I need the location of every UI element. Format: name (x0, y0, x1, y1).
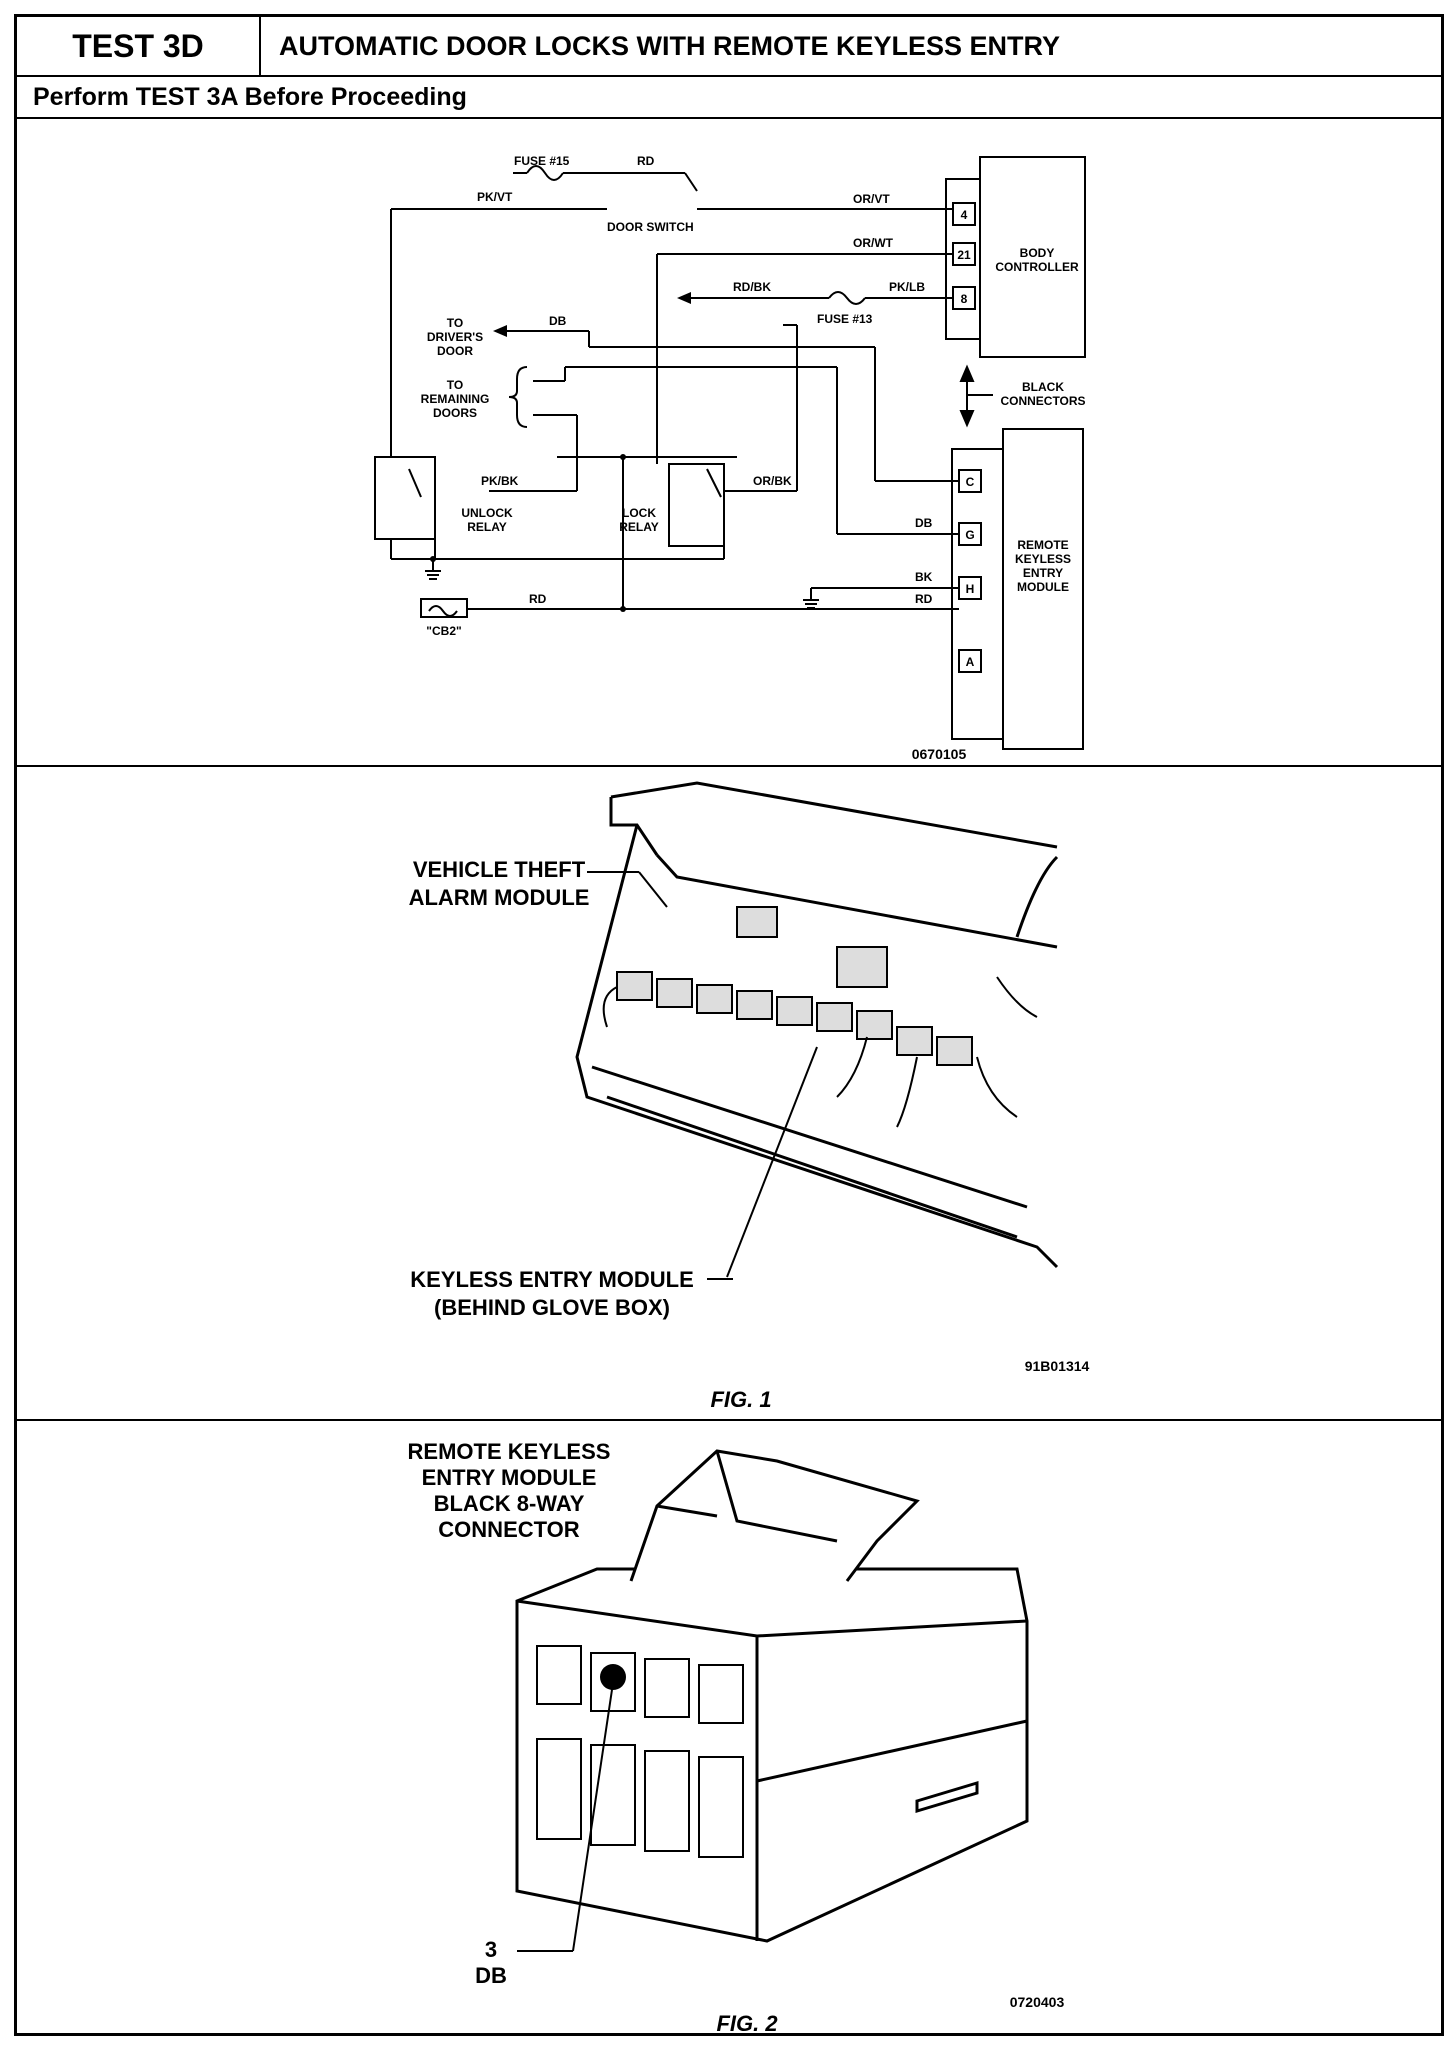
pin-4: 4 (961, 208, 968, 222)
pin-21: 21 (957, 248, 971, 262)
theft-alarm-module (836, 946, 888, 988)
connector-cavities (536, 1645, 744, 1858)
door-switch-contact (684, 172, 698, 192)
wiring-schematic-panel: FUSE #15 RD PK/VT DOOR SWITCH OR/VT OR/W… (17, 119, 1441, 767)
to-drivers-door-label-1: TO (447, 316, 463, 330)
fig1-panel: VEHICLE THEFT ALARM MODULE KEYLESS ENTRY… (17, 767, 1441, 1421)
lock-relay-box (668, 463, 725, 547)
cb2-label: "CB2" (426, 624, 461, 638)
rd-top-label: RD (637, 154, 655, 168)
black-connectors-label-1: BLACK (1022, 380, 1064, 394)
pk-vt-label: PK/VT (477, 190, 513, 204)
theft-alarm-label-2: ALARM MODULE (409, 885, 590, 910)
pin-3-terminal (600, 1664, 626, 1690)
pin-a: A (966, 655, 975, 669)
schematic-code: 0670105 (912, 746, 967, 762)
fuse-15-symbol (526, 165, 564, 181)
prerequisite-note: Perform TEST 3A Before Proceeding (17, 75, 1441, 119)
db-g-label: DB (915, 516, 933, 530)
rke-module-label-2: KEYLESS (1015, 552, 1071, 566)
to-remaining-doors-label-1: TO (447, 378, 463, 392)
keyless-module-label-2: (BEHIND GLOVE BOX) (434, 1295, 670, 1320)
or-bk-label: OR/BK (753, 474, 792, 488)
to-remaining-doors-label-3: DOORS (433, 406, 477, 420)
rke-module-label-1: REMOTE (1017, 538, 1068, 552)
to-drivers-door-label-2: DRIVER'S (427, 330, 483, 344)
rke-module-label-4: MODULE (1017, 580, 1069, 594)
pin-h: H (966, 582, 975, 596)
fuse-13-label: FUSE #13 (817, 312, 873, 326)
test-page: TEST 3D AUTOMATIC DOOR LOCKS WITH REMOTE… (14, 14, 1444, 2036)
lock-relay-label-2: RELAY (619, 520, 659, 534)
dash-top-edge (610, 781, 1058, 849)
to-remaining-doors-label-2: REMAINING (421, 392, 490, 406)
to-drivers-door-label-3: DOOR (437, 344, 473, 358)
fig1-caption: FIG. 1 (710, 1387, 771, 1412)
connector-label-1: REMOTE KEYLESS (408, 1439, 611, 1464)
remaining-doors-brace (508, 366, 528, 428)
pk-bk-label: PK/BK (481, 474, 519, 488)
pin-g: G (965, 528, 974, 542)
header-row: TEST 3D AUTOMATIC DOOR LOCKS WITH REMOTE… (17, 17, 1441, 77)
fig2-caption: FIG. 2 (716, 2011, 778, 2033)
fuse-15-label: FUSE #15 (514, 154, 570, 168)
rd-bk-arrow (677, 292, 691, 304)
body-controller-connector (945, 178, 981, 340)
door-switch-label: DOOR SWITCH (607, 220, 694, 234)
body-controller-label-2: CONTROLLER (995, 260, 1079, 274)
fuse-13-symbol (828, 291, 866, 305)
unlock-relay-label-1: UNLOCK (461, 506, 513, 520)
fig1-illustration: VEHICLE THEFT ALARM MODULE KEYLESS ENTRY… (409, 781, 1090, 1412)
keyless-module-label-1: KEYLESS ENTRY MODULE (410, 1267, 694, 1292)
pin-c: C (966, 475, 975, 489)
wiring-harness (616, 906, 973, 1066)
rd-bk-label: RD/BK (733, 280, 771, 294)
body-controller-label-1: BODY (1020, 246, 1055, 260)
cb2-breaker (420, 598, 468, 618)
unlock-relay-label-2: RELAY (467, 520, 507, 534)
connector-label-4: CONNECTOR (438, 1517, 579, 1542)
theft-alarm-label-1: VEHICLE THEFT (413, 857, 586, 882)
test-title: AUTOMATIC DOOR LOCKS WITH REMOTE KEYLESS… (279, 31, 1061, 61)
pk-lb-label: PK/LB (889, 280, 925, 294)
rd-a-label: RD (915, 592, 933, 606)
to-drivers-door-arrow (493, 325, 507, 337)
pin-color-label: DB (475, 1963, 507, 1988)
unlock-relay-box (374, 456, 436, 540)
test-id: TEST 3D (17, 17, 261, 75)
bk-h-label: BK (915, 570, 933, 584)
rke-module-label-3: ENTRY (1023, 566, 1063, 580)
pin-8: 8 (961, 292, 968, 306)
wiring-schematic: FUSE #15 RD PK/VT DOOR SWITCH OR/VT OR/W… (374, 154, 1086, 762)
fig2-panel: REMOTE KEYLESS ENTRY MODULE BLACK 8-WAY … (17, 1421, 1441, 2036)
or-vt-label: OR/VT (853, 192, 890, 206)
connector-label-3: BLACK 8-WAY (434, 1491, 585, 1516)
fig2-code: 0720403 (1010, 1994, 1065, 2010)
pin-number-label: 3 (485, 1937, 497, 1962)
rd-cb-label: RD (529, 592, 547, 606)
fig1-code: 91B01314 (1025, 1358, 1090, 1374)
black-connectors-label-2: CONNECTORS (1000, 394, 1085, 408)
or-wt-label: OR/WT (853, 236, 894, 250)
db-top-label: DB (549, 314, 567, 328)
dash-outer-edge (575, 824, 1059, 1269)
fig2-illustration: REMOTE KEYLESS ENTRY MODULE BLACK 8-WAY … (408, 1439, 1065, 2036)
rke-module-connector (951, 448, 1004, 740)
lock-relay-label-1: LOCK (622, 506, 656, 520)
connector-label-2: ENTRY MODULE (422, 1465, 597, 1490)
